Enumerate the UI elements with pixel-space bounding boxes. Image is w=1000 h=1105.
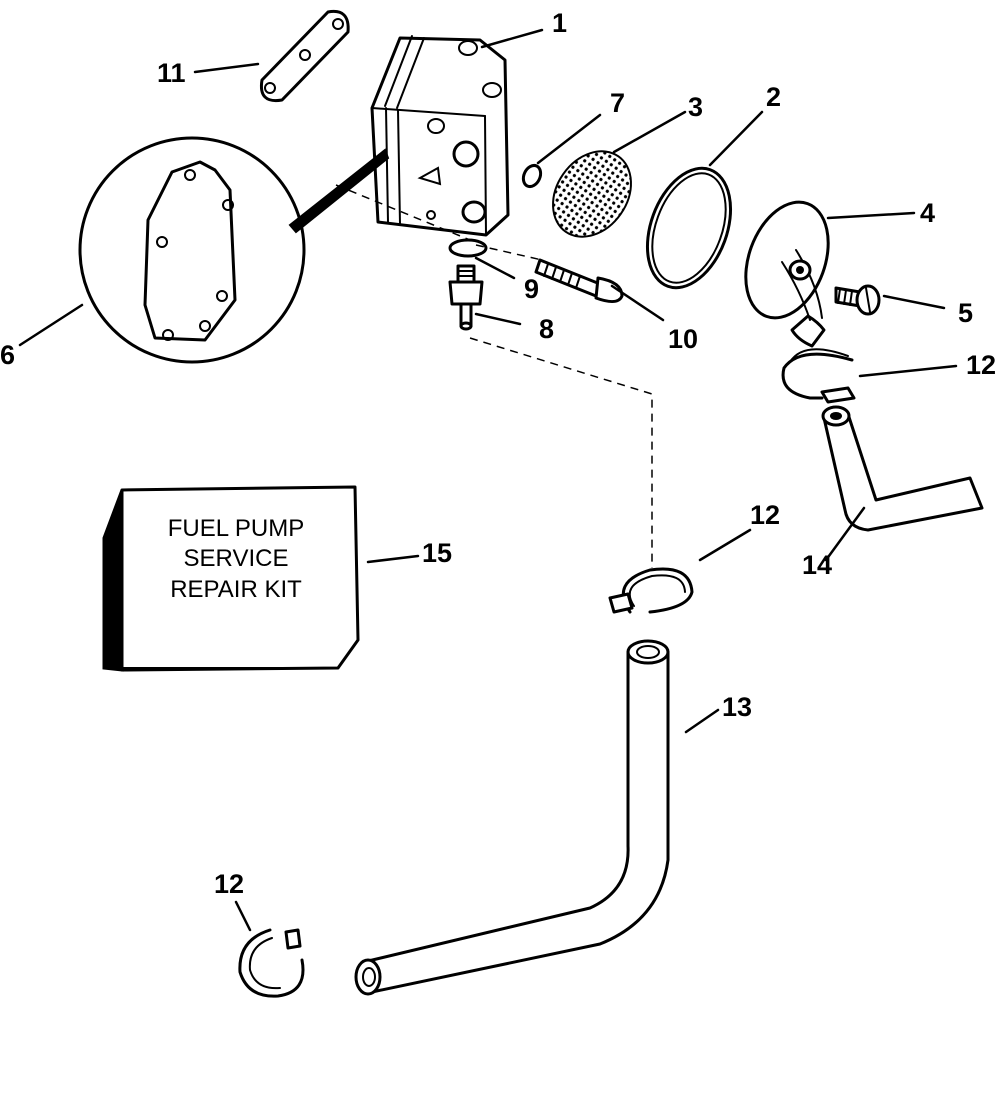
callout-5: 5 bbox=[958, 298, 973, 328]
callout-13: 13 bbox=[722, 692, 752, 722]
part-10-long-screw bbox=[534, 258, 624, 303]
part-11-cover-plate bbox=[259, 9, 350, 103]
callout-4: 4 bbox=[920, 198, 935, 228]
callout-12-lower: 12 bbox=[214, 869, 244, 899]
part-12-clamp-lower bbox=[238, 928, 305, 998]
part-6-gasket-detail bbox=[78, 136, 390, 364]
part-3-filter-screen bbox=[552, 150, 632, 238]
assembly-dashed-lines bbox=[335, 184, 653, 568]
callout-10: 10 bbox=[668, 324, 698, 354]
callout-6: 6 bbox=[0, 340, 15, 370]
part-12-clamp-upper bbox=[781, 348, 856, 404]
part-9-o-ring bbox=[448, 238, 488, 258]
part-12-clamp-middle bbox=[608, 567, 694, 614]
callout-2: 2 bbox=[766, 82, 781, 112]
callout-numbers: 1 2 3 4 5 6 7 8 9 10 11 12 12 12 13 14 1… bbox=[0, 8, 996, 899]
part-5-screw bbox=[834, 284, 881, 316]
leader-lines bbox=[18, 28, 958, 932]
part-2-gasket-ring bbox=[645, 166, 733, 290]
callout-12-middle: 12 bbox=[750, 500, 780, 530]
part-7-o-ring bbox=[521, 163, 543, 189]
kit-label-line3: REPAIR KIT bbox=[170, 576, 302, 603]
callout-3: 3 bbox=[688, 92, 703, 122]
part-15-service-kit-box: FUEL PUMP SERVICE REPAIR KIT bbox=[102, 485, 360, 672]
part-8-fitting bbox=[448, 264, 484, 331]
callout-8: 8 bbox=[539, 314, 554, 344]
callout-11: 11 bbox=[157, 58, 186, 88]
kit-label-line1: FUEL PUMP bbox=[168, 515, 304, 542]
callout-14: 14 bbox=[802, 550, 832, 580]
part-4-filter-cover bbox=[744, 200, 830, 348]
callout-1: 1 bbox=[552, 8, 567, 38]
callout-7: 7 bbox=[610, 88, 625, 118]
kit-label-line2: SERVICE bbox=[184, 545, 289, 572]
part-13-lower-hose bbox=[354, 639, 670, 996]
part-14-upper-hose bbox=[821, 405, 984, 532]
callout-15: 15 bbox=[422, 538, 452, 568]
callout-9: 9 bbox=[524, 274, 539, 304]
part-1-pump-body bbox=[370, 35, 510, 237]
callout-12-upper: 12 bbox=[966, 350, 996, 380]
